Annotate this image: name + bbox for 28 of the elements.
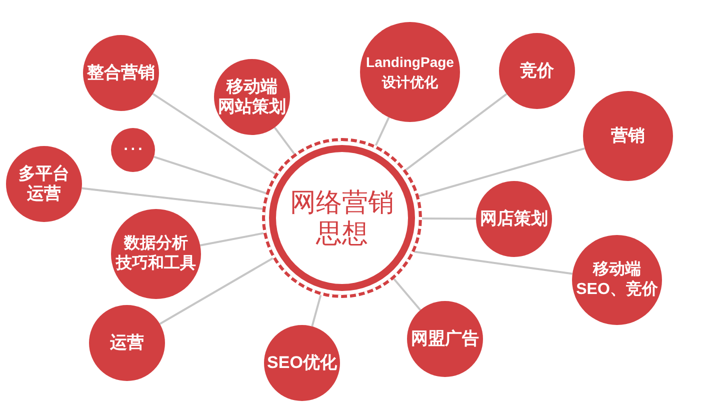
connector-line (82, 187, 263, 210)
topic-label: LandingPage设计优化 (366, 53, 454, 92)
connector-line (422, 218, 476, 220)
topic-circle (111, 128, 155, 172)
topic-label: 移动端SEO、竞价 (576, 260, 658, 300)
connector-line (374, 116, 390, 146)
ellipsis-label: ... (122, 137, 146, 155)
connector-line (154, 156, 266, 194)
topic-label: 网盟广告 (411, 329, 479, 349)
connector-line (152, 92, 276, 175)
connector-line (393, 278, 422, 311)
connector-line (200, 232, 264, 246)
connector-line (159, 257, 274, 325)
connector-line (311, 294, 322, 327)
topic-label: SEO优化 (267, 353, 337, 373)
topic-label: 运营 (110, 333, 144, 353)
topic-label: 数据分析技巧和工具 (116, 234, 196, 274)
topic-label: 移动端网站策划 (218, 77, 286, 117)
topic-label: 整合营销 (87, 63, 155, 83)
topic-label: 营销 (611, 126, 645, 146)
topic-label: 竞价 (520, 61, 554, 81)
connector-line (418, 147, 585, 197)
connector-line (274, 126, 296, 154)
hub-label: 网络营销思想 (290, 187, 394, 249)
topic-label: 网店策划 (480, 209, 548, 229)
connector-line (405, 93, 508, 171)
connector-line (414, 250, 573, 275)
topic-label: 多平台运营 (18, 164, 70, 204)
